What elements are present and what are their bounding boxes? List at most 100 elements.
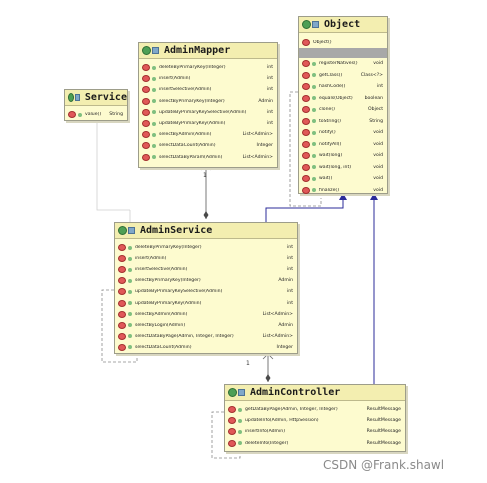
method-row[interactable]: notifyAll()void: [299, 139, 387, 150]
constructor-row[interactable]: Object(): [299, 37, 387, 48]
public-icon: [312, 153, 316, 158]
method-return-type: void: [373, 176, 383, 181]
method-name: selectDataByPage(Admin, Integer, Integer…: [135, 333, 234, 339]
public-icon: [152, 155, 156, 160]
method-row[interactable]: selectByPrimaryKey(Integer)Admin: [139, 96, 277, 107]
method-return-type: void: [373, 130, 383, 135]
method-row[interactable]: deleteByPrimaryKey(Integer)int: [139, 62, 277, 73]
method-row[interactable]: updateByPrimaryKey(Admin)int: [115, 298, 297, 309]
method-name: value(): [85, 112, 102, 117]
method-icon: [142, 120, 150, 127]
class-service-header: Service: [65, 90, 127, 106]
method-row[interactable]: updateByPrimaryKey(Admin)int: [139, 118, 277, 129]
method-row[interactable]: insertSelective(Admin)int: [139, 84, 277, 95]
class-admin-controller[interactable]: AdminController getDataByPage(Admin, Int…: [224, 384, 406, 452]
class-admin-service-header: AdminService: [115, 223, 297, 239]
method-row[interactable]: toString()String: [299, 116, 387, 127]
method-name: deleteByPrimaryKey(Integer): [135, 245, 202, 250]
method-icon: [118, 277, 126, 285]
method-return-type: String: [369, 118, 383, 124]
constructor-name: Object(): [313, 40, 332, 45]
method-icon: [302, 163, 310, 171]
method-row[interactable]: deleteByPrimaryKey(Integer)int: [115, 242, 297, 253]
method-name: selectDataByParam(Admin): [159, 154, 223, 160]
public-icon: [128, 323, 132, 328]
method-name: notify(): [319, 130, 336, 135]
method-icon: [302, 60, 310, 67]
method-name: wait(long): [319, 153, 343, 158]
method-name: updateByPrimaryKeySelective(Admin): [159, 109, 247, 115]
method-row[interactable]: value() String: [65, 109, 127, 120]
public-icon: [312, 165, 316, 169]
class-admin-controller-title: AdminController: [250, 387, 341, 398]
method-name: deleteInfo(Integer): [245, 440, 289, 446]
method-row[interactable]: getClass()Class<?>: [299, 70, 387, 81]
method-icon: [142, 86, 150, 94]
method-return-type: ResultMessage: [366, 440, 401, 446]
method-row[interactable]: hashCode()int: [299, 81, 387, 92]
method-name: wait(): [319, 176, 333, 181]
method-name: insert(Admin): [135, 256, 167, 262]
method-name: registerNatives(): [319, 61, 358, 66]
visibility-icon: [152, 47, 159, 54]
method-row[interactable]: equals(Object)boolean: [299, 93, 387, 104]
method-row[interactable]: registerNatives()void: [299, 58, 387, 69]
method-row[interactable]: finalize()void: [299, 185, 387, 196]
method-row[interactable]: updateByPrimaryKeySelective(Admin)int: [139, 107, 277, 118]
method-name: selectDataCount(Admin): [159, 143, 216, 149]
visibility-icon: [128, 227, 135, 234]
method-row[interactable]: updateByPrimaryKeySelective(Admin)int: [115, 286, 297, 297]
method-icon: [302, 140, 310, 148]
public-icon: [152, 132, 156, 137]
method-row[interactable]: selectByLogin(Admin)Admin: [115, 320, 297, 331]
public-icon: [128, 245, 132, 250]
method-row[interactable]: clone()Object: [299, 104, 387, 115]
public-icon: [312, 130, 316, 135]
public-icon: [312, 84, 316, 89]
method-icon: [118, 266, 126, 274]
method-name: wait(long, int): [319, 164, 352, 170]
public-icon: [238, 418, 242, 423]
method-row[interactable]: wait() void: [299, 173, 387, 184]
visibility-icon: [238, 389, 245, 396]
class-object-title: Object: [324, 19, 361, 30]
public-icon: [128, 256, 132, 261]
method-icon: [302, 152, 310, 159]
method-row[interactable]: selectDataCount(Admin)Integer: [115, 342, 297, 353]
method-name: selectByPrimaryKey(Integer): [135, 278, 201, 284]
class-service[interactable]: Service value() String: [64, 89, 128, 121]
method-row[interactable]: selectByPrimaryKey(Integer)Admin: [115, 275, 297, 286]
method-row[interactable]: wait(long)void: [299, 150, 387, 161]
method-return-type: ResultMessage: [366, 429, 401, 435]
method-row[interactable]: selectDataByParam(Admin) List<Admin>: [139, 152, 277, 163]
method-row[interactable]: selectDataByPage(Admin, Integer, Integer…: [115, 331, 297, 342]
method-row[interactable]: selectDataCount(Admin)Integer: [139, 140, 277, 151]
method-return-type: List<Admin>: [242, 154, 273, 160]
method-row[interactable]: selectByAdmin(Admin)List<Admin>: [139, 129, 277, 140]
public-icon: [152, 110, 156, 115]
annotation-icon: [68, 93, 74, 102]
watermark-text: CSDN @Frank.shawl: [323, 458, 445, 472]
public-icon: [152, 87, 156, 92]
method-icon: [118, 255, 126, 263]
method-icon: [142, 131, 150, 139]
public-icon: [312, 176, 316, 181]
method-row[interactable]: selectByAdmin(Admin)List<Admin>: [115, 309, 297, 320]
method-return-type: String: [109, 112, 123, 117]
method-row[interactable]: insert(Admin)int: [139, 73, 277, 84]
class-admin-controller-header: AdminController: [225, 385, 405, 401]
method-row[interactable]: insertSelective(Admin)int: [115, 264, 297, 275]
method-row[interactable]: insert(Admin) int: [115, 253, 297, 264]
method-return-type: int: [287, 256, 293, 262]
method-row[interactable]: deleteInfo(Integer) ResultMessage: [225, 438, 405, 449]
method-row[interactable]: wait(long, int)void: [299, 162, 387, 173]
class-icon: [118, 226, 127, 235]
class-admin-service[interactable]: AdminService deleteByPrimaryKey(Integer)…: [114, 222, 298, 354]
method-row[interactable]: notify() void: [299, 127, 387, 138]
class-admin-mapper[interactable]: AdminMapper deleteByPrimaryKey(Integer)i…: [138, 42, 278, 168]
method-row[interactable]: updateInfo(Admin, HttpSession)ResultMess…: [225, 415, 405, 426]
method-row[interactable]: insertInfo(Admin)ResultMessage: [225, 426, 405, 437]
method-row[interactable]: getDataByPage(Admin, Integer, Integer)Re…: [225, 404, 405, 415]
public-icon: [152, 99, 156, 104]
